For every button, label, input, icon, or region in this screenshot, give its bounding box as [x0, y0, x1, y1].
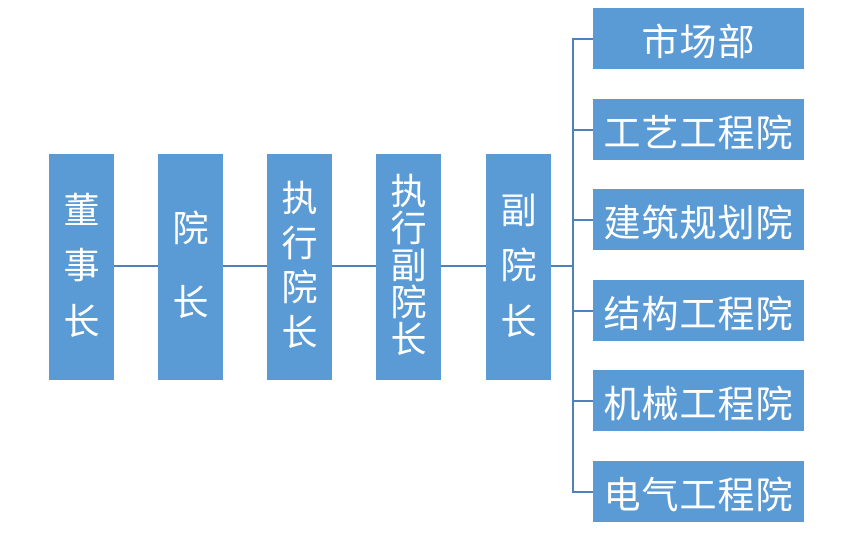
chain-node-label-char: 长 — [500, 301, 537, 343]
chain-node-label-char: 事 — [63, 246, 100, 287]
chain-node-label-char: 行 — [390, 209, 427, 250]
chain-node-label-char: 副 — [500, 190, 537, 232]
branch-node-label: 机械工程院 — [603, 382, 794, 426]
connector-branch-stub-6 — [574, 490, 593, 493]
chain-node-label-char: 执 — [281, 179, 318, 221]
chain-node-2: 院长 — [158, 154, 223, 380]
branch-node-6: 电气工程院 — [593, 461, 804, 522]
connector-branch-stub-3 — [574, 218, 593, 221]
connector-chain-1 — [114, 265, 158, 267]
chain-node-label-char: 院 — [172, 209, 209, 250]
chain-node-label-char: 副 — [390, 246, 427, 287]
connector-chain-3 — [332, 265, 376, 267]
chain-node-label-char: 长 — [390, 320, 427, 361]
chain-node-label-char: 行 — [281, 223, 318, 265]
chain-node-label-char: 长 — [172, 283, 209, 324]
branch-node-2: 工艺工程院 — [593, 99, 804, 160]
branch-node-label: 结构工程院 — [603, 292, 794, 336]
chain-node-label-char: 院 — [390, 283, 427, 324]
chain-node-label-char: 董 — [63, 190, 100, 232]
chain-node-label-char: 院 — [281, 268, 318, 310]
branch-node-label: 工艺工程院 — [603, 111, 794, 155]
connector-branch-stub-2 — [574, 128, 593, 131]
connector-chain-2 — [223, 265, 267, 267]
branch-node-label: 市场部 — [641, 20, 756, 64]
connector-branch-stub-5 — [574, 399, 593, 402]
connector-chain-4 — [441, 265, 486, 267]
branch-node-label: 建筑规划院 — [603, 201, 794, 245]
chain-node-label-char: 长 — [281, 312, 318, 354]
chain-node-label-char: 长 — [63, 301, 100, 343]
connector-branch-stub-4 — [574, 309, 593, 312]
branch-node-4: 结构工程院 — [593, 280, 804, 341]
chain-node-3: 执行院长 — [267, 154, 332, 380]
branch-node-label: 电气工程院 — [603, 473, 794, 517]
connector-branch-stub-1 — [574, 37, 593, 40]
chain-node-4: 执行副院长 — [376, 154, 441, 380]
branch-node-5: 机械工程院 — [593, 370, 804, 431]
branch-node-1: 市场部 — [593, 8, 804, 69]
connector-chain-to-spine — [551, 265, 574, 267]
branch-node-3: 建筑规划院 — [593, 189, 804, 250]
chain-node-label-char: 院 — [500, 246, 537, 287]
connector-spine — [572, 37, 574, 493]
chain-node-5: 副院长 — [486, 154, 551, 380]
chain-node-label-char: 执 — [390, 172, 427, 213]
chain-node-1: 董事长 — [49, 154, 114, 380]
